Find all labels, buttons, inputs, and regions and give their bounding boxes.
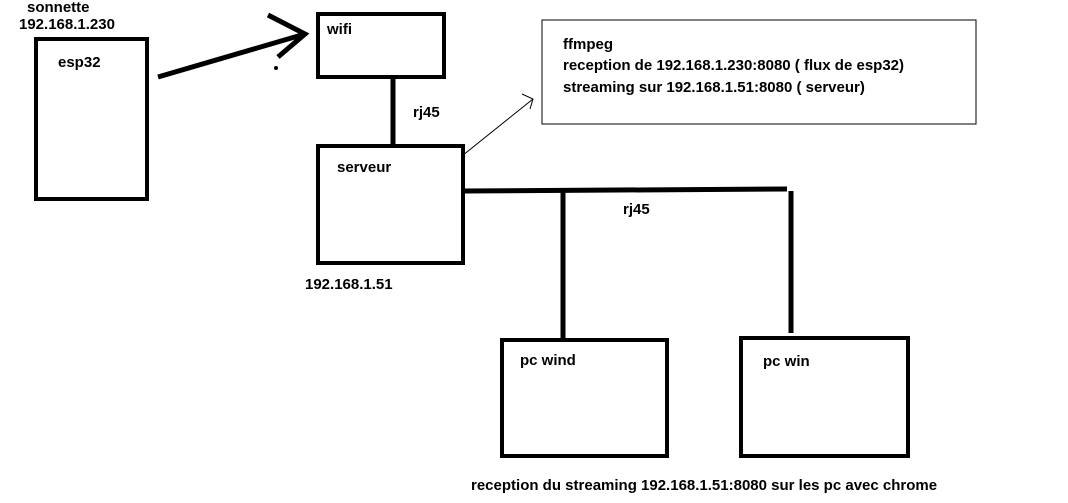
pc-wind-label: pc wind [520,352,576,369]
arrow-tick [274,66,278,70]
doorbell-ip: 192.168.1.230 [19,16,115,33]
server-box [316,144,465,265]
pc-win-label: pc win [763,353,810,370]
ffmpeg-note-stream: streaming sur 192.168.1.51:8080 ( serveu… [563,79,865,96]
arrow-head [266,12,310,59]
esp32-label: esp32 [58,54,101,71]
server-pc-link-label: rj45 [623,201,650,218]
pointer-head [521,93,534,110]
wifi-server-link-label: rj45 [413,104,440,121]
pc-win-box [739,336,910,458]
arrow-shaft [157,31,306,80]
bus-line [462,186,788,194]
server-pc-links [462,186,794,339]
doorbell-name: sonnette [27,0,90,16]
server-ip: 192.168.1.51 [305,276,393,293]
ffmpeg-note-title: ffmpeg [563,36,613,53]
wifi-label: wifi [326,21,352,38]
streaming-caption: reception du streaming 192.168.1.51:8080… [471,477,937,494]
ffmpeg-note-receive: reception de 192.168.1.230:8080 ( flux d… [563,57,904,74]
pc-wind-box [500,338,669,458]
ffmpeg-note-box [541,19,977,125]
esp32-to-wifi-arrow [157,12,310,80]
wifi-box [316,12,446,79]
esp32-box [34,37,149,201]
server-label: serveur [337,159,391,176]
